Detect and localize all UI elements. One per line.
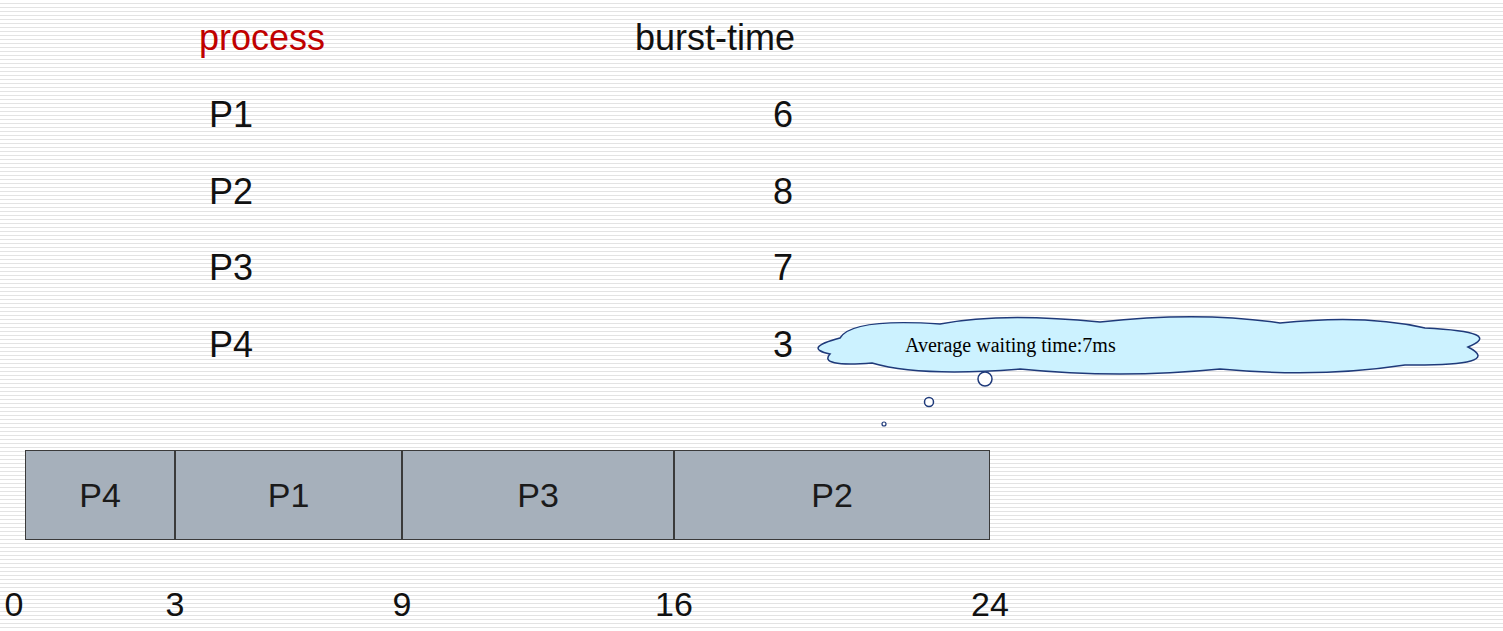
table-cell: P3 — [209, 247, 253, 289]
gantt-block: P2 — [674, 450, 990, 540]
cloud-shape — [818, 317, 1480, 374]
time-tick: 3 — [166, 585, 185, 624]
column-header: process — [199, 17, 325, 59]
gantt-block: P4 — [25, 450, 175, 540]
table-cell: 3 — [773, 324, 793, 366]
thought-bubble — [925, 398, 934, 407]
table-cell: 7 — [773, 247, 793, 289]
time-tick: 9 — [393, 585, 412, 624]
gantt-block: P1 — [175, 450, 402, 540]
table-cell: 6 — [773, 94, 793, 136]
thought-cloud: Average waiting time:7ms — [800, 314, 1500, 376]
thought-bubble — [882, 422, 886, 426]
time-tick: 0 — [5, 585, 24, 624]
process-label: P3 — [517, 476, 559, 515]
thought-bubble — [978, 372, 992, 386]
table-cell: P2 — [209, 171, 253, 213]
table-cell: P1 — [209, 94, 253, 136]
time-tick: 24 — [971, 585, 1009, 624]
callout-text: Average waiting time:7ms — [905, 334, 1116, 357]
process-label: P1 — [268, 476, 310, 515]
process-label: P4 — [79, 476, 121, 515]
process-label: P2 — [811, 476, 853, 515]
column-header: burst-time — [635, 17, 795, 59]
gantt-block: P3 — [402, 450, 674, 540]
time-tick: 16 — [655, 585, 693, 624]
table-cell: P4 — [209, 324, 253, 366]
table-cell: 8 — [773, 171, 793, 213]
